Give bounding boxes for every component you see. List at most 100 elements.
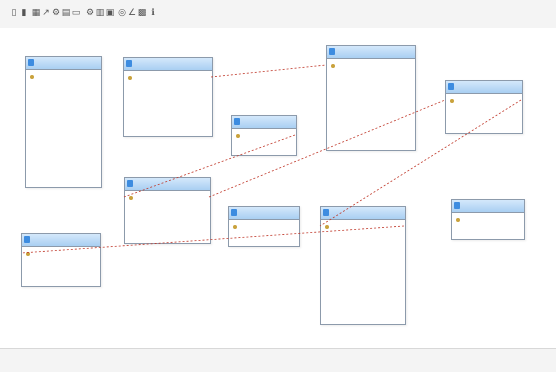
table-box[interactable] <box>451 199 525 240</box>
column-row[interactable] <box>446 94 522 107</box>
column-row[interactable] <box>321 272 405 285</box>
table-box[interactable] <box>445 80 523 134</box>
column-row[interactable] <box>452 213 524 226</box>
angular-icon[interactable]: ∠ <box>127 8 137 18</box>
column-row[interactable] <box>327 111 415 124</box>
column-row[interactable] <box>26 135 101 148</box>
column-row[interactable] <box>446 107 522 120</box>
grid-icon[interactable]: ▤ <box>61 8 71 18</box>
table-header[interactable] <box>125 178 210 191</box>
column-row[interactable] <box>327 72 415 85</box>
table-header[interactable] <box>124 58 212 71</box>
column-row[interactable] <box>124 71 212 84</box>
column-row[interactable] <box>26 96 101 109</box>
settings-icon[interactable]: ⚙ <box>51 8 61 18</box>
primary-key-icon <box>236 133 240 138</box>
table-header[interactable] <box>232 116 296 129</box>
primary-key-icon <box>450 98 454 103</box>
column-row[interactable] <box>321 259 405 272</box>
column-row[interactable] <box>446 120 522 133</box>
column-row[interactable] <box>232 129 296 142</box>
table-box[interactable] <box>21 233 101 287</box>
column-row[interactable] <box>26 148 101 161</box>
pdf-icon[interactable]: ▩ <box>137 8 147 18</box>
column-row[interactable] <box>327 124 415 137</box>
table-header[interactable] <box>327 46 415 59</box>
column-row[interactable] <box>124 97 212 110</box>
table-icon <box>28 59 34 66</box>
table-header[interactable] <box>446 81 522 94</box>
column-row[interactable] <box>327 137 415 150</box>
small-table-icon[interactable]: ▭ <box>71 8 81 18</box>
column-row[interactable] <box>232 142 296 155</box>
toggle-panel-icon[interactable]: ▯ <box>11 8 17 18</box>
primary-key-icon <box>128 75 132 80</box>
column-row[interactable] <box>125 230 210 243</box>
column-row[interactable] <box>125 204 210 217</box>
table-box[interactable] <box>25 56 102 188</box>
primary-key-icon <box>129 195 133 200</box>
column-row[interactable] <box>22 273 100 286</box>
table-icon <box>24 236 30 243</box>
table-header[interactable] <box>229 207 299 220</box>
table-icon <box>448 83 454 90</box>
table-icon <box>126 60 132 67</box>
primary-key-icon <box>30 74 34 79</box>
column-row[interactable] <box>321 233 405 246</box>
relation-icon[interactable]: ↗ <box>42 8 50 18</box>
column-row[interactable] <box>26 83 101 96</box>
table-header[interactable] <box>321 207 405 220</box>
table-box[interactable] <box>320 206 406 325</box>
column-row[interactable] <box>321 246 405 259</box>
options-icon[interactable]: ⚙ <box>85 8 95 18</box>
primary-key-icon <box>456 217 460 222</box>
column-row[interactable] <box>22 260 100 273</box>
table-box[interactable] <box>326 45 416 151</box>
column-row[interactable] <box>124 110 212 123</box>
table-icon <box>323 209 329 216</box>
column-row[interactable] <box>124 123 212 136</box>
column-row[interactable] <box>124 84 212 97</box>
column-row[interactable] <box>327 85 415 98</box>
column-row[interactable] <box>321 285 405 298</box>
column-row[interactable] <box>321 220 405 233</box>
table-box[interactable] <box>123 57 213 137</box>
designer-toolbar: ▯▮▦↗⚙▤▭⚙▥▣◎∠▩ℹ <box>0 0 556 29</box>
table-header[interactable] <box>452 200 524 213</box>
table-icon[interactable]: ▦ <box>31 8 41 18</box>
primary-key-icon <box>233 224 237 229</box>
table-box[interactable] <box>228 206 300 247</box>
table-header[interactable] <box>22 234 100 247</box>
column-row[interactable] <box>327 98 415 111</box>
column-row[interactable] <box>26 70 101 83</box>
table-header[interactable] <box>26 57 101 70</box>
table-icon <box>127 180 133 187</box>
table-box[interactable] <box>231 115 297 156</box>
column-row[interactable] <box>321 311 405 324</box>
column-row[interactable] <box>229 220 299 233</box>
status-bar <box>0 348 556 372</box>
column-row[interactable] <box>321 298 405 311</box>
column-row[interactable] <box>125 217 210 230</box>
column-row[interactable] <box>229 233 299 246</box>
column-row[interactable] <box>327 59 415 72</box>
table-icon <box>234 118 240 125</box>
column-row[interactable] <box>26 161 101 174</box>
save-icon[interactable]: ▮ <box>21 8 27 18</box>
column-row[interactable] <box>26 122 101 135</box>
column-row[interactable] <box>452 226 524 239</box>
export-icon[interactable]: ▣ <box>105 8 115 18</box>
column-row[interactable] <box>125 191 210 204</box>
table-icon <box>454 202 460 209</box>
column-row[interactable] <box>26 109 101 122</box>
table-icon <box>231 209 237 216</box>
column-row[interactable] <box>22 247 100 260</box>
zoom-icon[interactable]: ◎ <box>118 8 126 18</box>
primary-key-icon <box>26 251 30 256</box>
primary-key-icon <box>331 63 335 68</box>
table-box[interactable] <box>124 177 211 244</box>
info-icon[interactable]: ℹ <box>151 8 155 18</box>
layout-icon[interactable]: ▥ <box>95 8 105 18</box>
column-row[interactable] <box>26 174 101 187</box>
table-icon <box>329 48 335 55</box>
